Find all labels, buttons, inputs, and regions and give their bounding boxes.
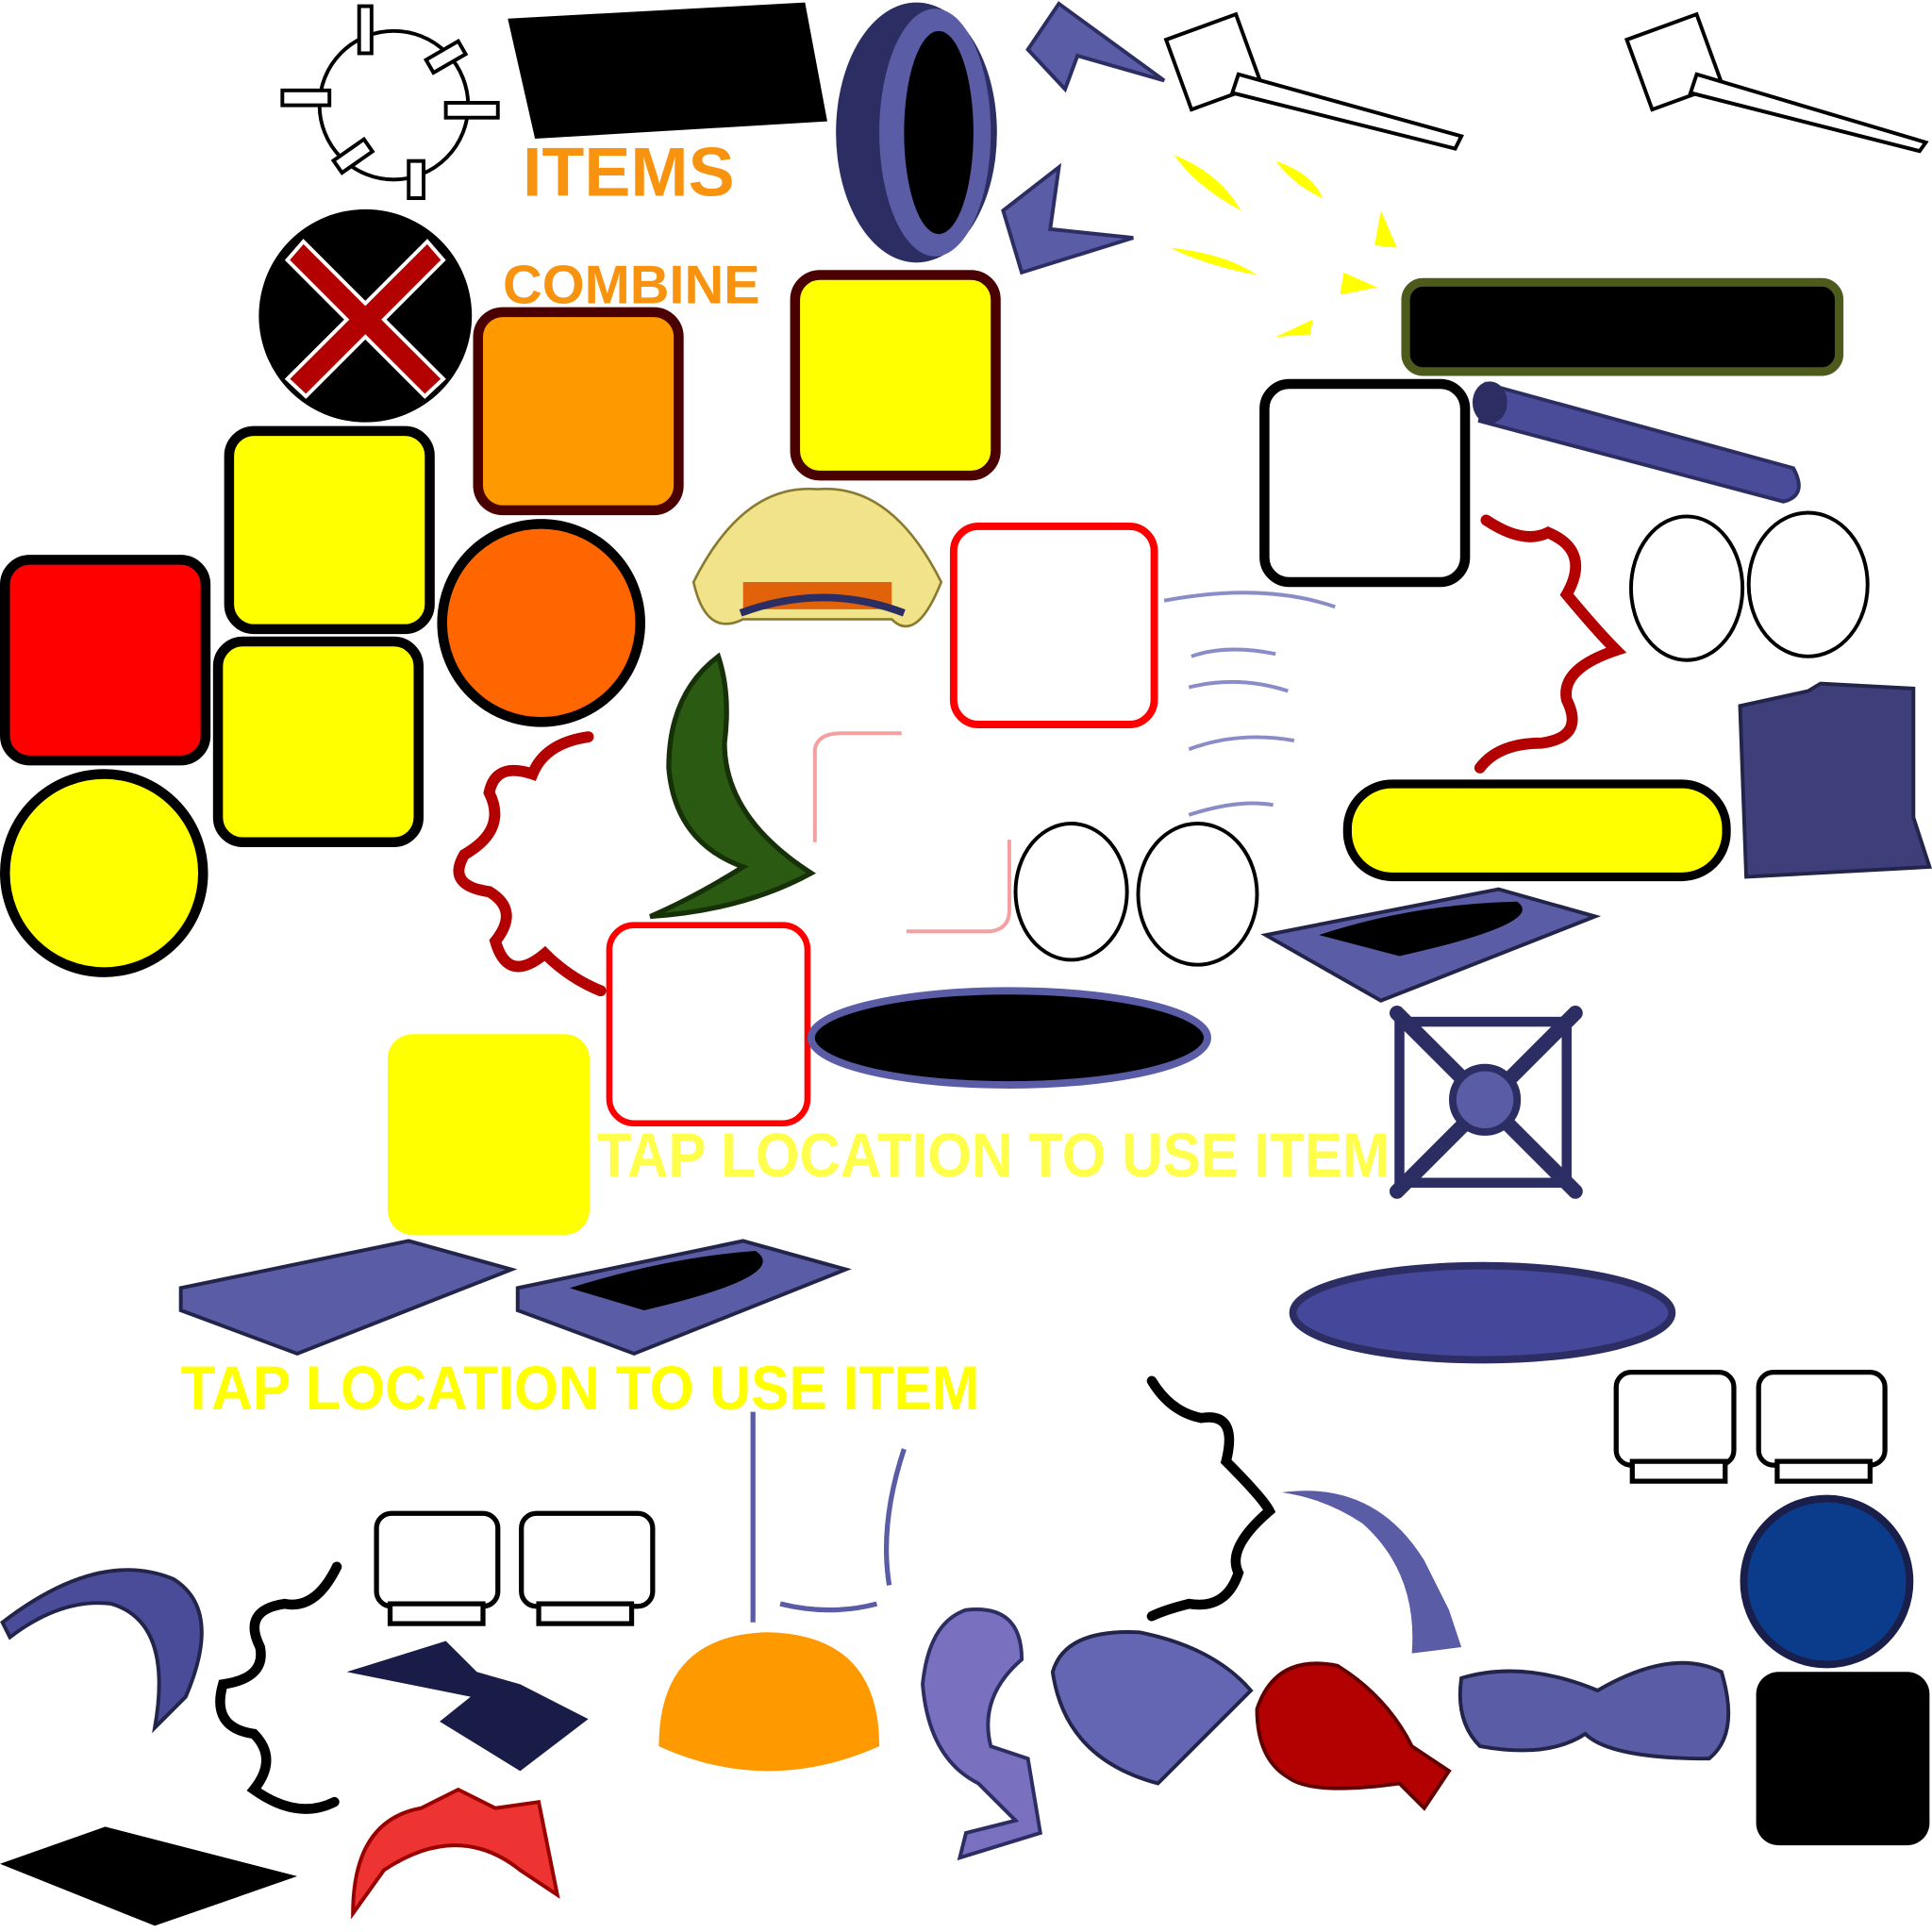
black-worm-sprite	[215, 1561, 342, 1814]
cushion-sprite	[1050, 1630, 1254, 1786]
valve-frame-sprite	[1389, 1006, 1583, 1199]
purple-hook-sprite	[921, 1607, 1042, 1861]
yellow-slot-sprite	[790, 270, 1001, 481]
mask-sprite	[1457, 1660, 1731, 1761]
rocket-sprite	[1163, 11, 1464, 151]
items-label: ITEMS	[523, 132, 735, 210]
portal-ring-sprite	[836, 2, 997, 263]
curved-horn-sprite	[0, 1568, 204, 1734]
red-shell-sprite	[1255, 1661, 1452, 1811]
black-outline-slot-sprite	[1259, 378, 1471, 588]
black-shadow-sprite	[0, 1826, 298, 1926]
tap-hint-label: TAP LOCATION TO USE ITEM	[181, 1354, 980, 1423]
yellow-sparks-sprite	[1170, 155, 1397, 338]
feather-headdress-sprite	[691, 487, 943, 628]
tray-with-hole-sprite	[515, 1239, 852, 1357]
red-outline-slot-sprite	[606, 922, 811, 1127]
dark-fold-sprite	[346, 1641, 589, 1772]
blue-tube-sprite	[1477, 381, 1801, 504]
orange-dome-sprite	[658, 1632, 880, 1772]
blue-disc-sprite	[1289, 1261, 1676, 1364]
tap-hint-label: TAP LOCATION TO USE ITEM	[597, 1121, 1390, 1190]
red-outline-slot-sprite	[949, 523, 1158, 728]
computer-monitor-sprite	[374, 1369, 1888, 1626]
tray-with-hole-sprite	[1260, 887, 1602, 1003]
tray-sprite	[178, 1239, 518, 1357]
red-worm-sprite	[1474, 514, 1627, 774]
rocket-sprite	[1624, 11, 1929, 154]
tube-end	[1472, 381, 1507, 424]
black-panel-sprite	[508, 2, 827, 140]
cloth-sprite	[1738, 681, 1932, 879]
red-crown-sprite	[351, 1787, 560, 1920]
pink-corner-line-sprite	[812, 731, 902, 842]
black-bar-sprite	[1401, 277, 1844, 376]
glass-sprite	[750, 1411, 907, 1623]
yellow-bar-sprite	[1342, 779, 1731, 882]
yellow-slot-sprite	[212, 636, 424, 847]
spiked-mine-sprite	[280, 4, 500, 201]
chevron-sprite	[1025, 1, 1166, 93]
yellow-slot-sprite	[224, 425, 435, 635]
close-x-button-sprite	[258, 208, 473, 423]
black-hole-sprite	[807, 987, 1211, 1089]
pink-corner-line-sprite	[906, 840, 1011, 934]
red-worm-sprite	[453, 731, 607, 997]
combine-label: COMBINE	[503, 256, 760, 316]
speed-lines-sprite	[1163, 591, 1336, 817]
claw-sprite	[1281, 1491, 1462, 1654]
yellow-circle-sprite	[0, 769, 208, 977]
orange-slot-sprite	[473, 307, 684, 516]
chevron-sprite	[1001, 162, 1134, 275]
green-pepper-sprite	[649, 652, 817, 920]
black-worm-sprite	[1146, 1375, 1276, 1622]
yellow-plain-slot-sprite	[387, 1034, 590, 1235]
balloon-pair-sprite	[1013, 822, 1259, 967]
blue-ball-sprite	[1740, 1494, 1914, 1669]
balloon-pair-sprite	[1629, 510, 1870, 662]
orange-circle-sprite	[437, 519, 645, 727]
red-slot-sprite	[0, 555, 211, 766]
black-slot-sprite	[1756, 1672, 1930, 1846]
